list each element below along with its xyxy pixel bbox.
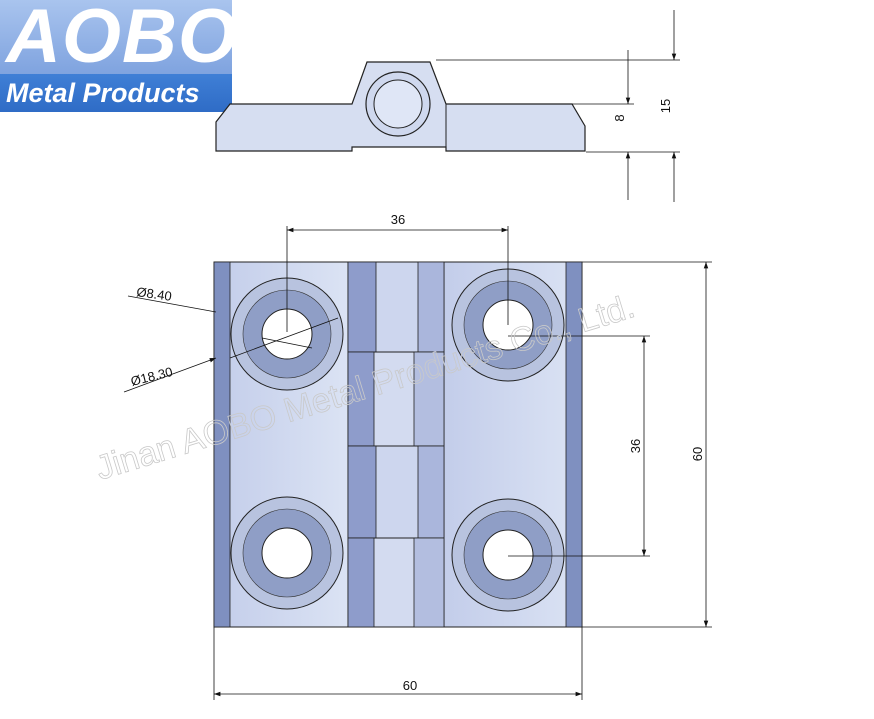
pin-inner-circle: [373, 79, 423, 129]
dim-hole-spacing-vertical: 36: [628, 439, 643, 453]
front-view: [213, 261, 583, 628]
logo-top-panel: [0, 0, 232, 74]
side-dimensions: 8 15: [436, 10, 680, 202]
knuckle-3: [347, 445, 445, 539]
dim-plate-height: 60: [690, 447, 705, 461]
side-view: [215, 61, 586, 152]
right-leaf-edge: [565, 261, 583, 628]
front-dimensions: 36 36 60 60 Ø8.40 Ø18.30: [123, 212, 712, 700]
dim-side-total-height: 15: [658, 99, 673, 113]
logo-tagline: Metal Products: [6, 78, 200, 108]
dim-countersink-diameter: Ø18.30: [129, 364, 174, 389]
knuckle-1: [347, 261, 445, 353]
dim-plate-width: 60: [403, 678, 417, 693]
hole-top-left: [230, 277, 344, 391]
logo-brand-name: AOBO: [6, 0, 232, 79]
hole-bottom-left: [230, 496, 344, 610]
dim-hole-diameter: Ø8.40: [136, 284, 173, 304]
knuckle-4: [347, 537, 445, 628]
hole-bottom-right: [451, 498, 565, 612]
knuckle-2: [347, 351, 445, 447]
logo-bottom-panel: [0, 74, 232, 112]
dim-side-thickness: 8: [612, 114, 627, 121]
left-leaf-edge: [213, 261, 231, 628]
dim-hole-spacing-horizontal: 36: [391, 212, 405, 227]
brand-logo: AOBO Metal Products: [0, 0, 232, 112]
